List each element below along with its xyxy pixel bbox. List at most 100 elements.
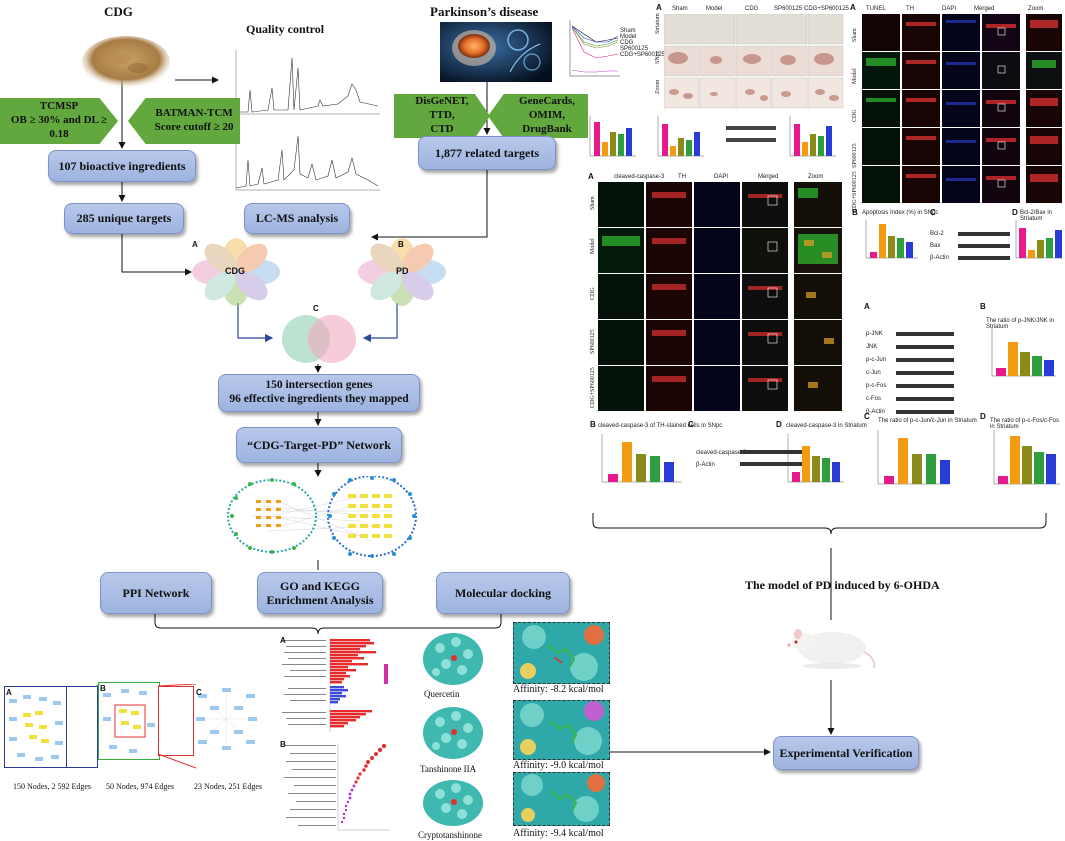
jnk-b-label: B [980, 302, 986, 311]
ppi-network-c [194, 684, 258, 754]
quality-control-title: Quality control [246, 22, 325, 36]
box-intersection-genes: 150 intersection genes 96 effective ingr… [218, 374, 420, 412]
bcl2-bax-western-blot [942, 222, 1012, 266]
cryptotanshinone-protein-surface [420, 778, 486, 828]
box-experimental-verification: Experimental Verification [773, 736, 919, 770]
apoptosis-d-title: Bcl-2/Bax in Striatum [1020, 210, 1053, 222]
cdg-target-pd-network-graph [222, 475, 418, 562]
caspase-striatum-bar-chart [780, 432, 846, 508]
pd-model-title: The model of PD induced by 6-OHDA [745, 578, 940, 592]
caspase-row-cdg: CDG [590, 287, 596, 300]
tanshinone-docking-zoom [513, 700, 610, 760]
ihc-col-cdg: CDG [745, 6, 759, 12]
tunel-a-label: A [850, 3, 856, 12]
ppi-c-label: C [196, 688, 202, 697]
venn-a-center: CDG [225, 266, 245, 276]
jnk-a-label: A [864, 302, 870, 311]
intersection-line-1: 150 intersection genes [265, 379, 373, 392]
affinity-quercetin: Affinity: -8.2 kcal/mol [513, 684, 604, 695]
wb-p-c-fos: p-c-Fos [866, 383, 887, 389]
ppi-a-caption: 150 Nodes, 2 592 Edges [13, 782, 91, 791]
ihc-row-zoom: Zoom [655, 79, 661, 94]
tunel-image-grid [862, 14, 1062, 204]
tunel-col-zoom: Zoom [1028, 6, 1044, 12]
genecards-label: GeneCards, OMIM, [519, 95, 575, 122]
go-a-label: A [280, 636, 286, 645]
jnk-ratio-bar-chart [984, 326, 1060, 396]
wb-beta-actin-1: β-Actin [930, 255, 949, 261]
venn-b-label: B [398, 240, 404, 249]
wb-cleaved-caspase-3: cleaved-caspase-3 [696, 450, 747, 456]
caspase-col-dapi: DAPI [714, 174, 729, 180]
jnk-d-title: The ratio of p-c-Fos/c-Fos in Striatum [990, 418, 1060, 430]
disgenet-label: DisGeNET, TTD, [415, 95, 469, 122]
go-kegg-line-2: Enrichment Analysis [266, 593, 374, 607]
venn-c-label: C [313, 304, 319, 313]
pd-venn-flower [356, 238, 448, 306]
disgenet-label-2: CTD [430, 122, 454, 135]
wb-beta-actin-3: β-Actin [866, 409, 885, 415]
wb-bcl2: Bcl-2 [930, 231, 944, 237]
batman-label: BATMAN-TCM [155, 107, 233, 120]
caspase-western-blot [740, 446, 806, 470]
caspase-col-casp3: cleaved-caspase-3 [614, 174, 665, 180]
ihc-col-sp600125: SP600125 [774, 6, 803, 12]
go-kegg-line-1: GO and KEGG [279, 578, 361, 593]
lc-ms-chromatograms [228, 40, 386, 198]
legend-cdg-sp600125: CDG+SP600125 [620, 52, 665, 58]
box-lcms-analysis: LC-MS analysis [244, 203, 350, 234]
wb-beta-actin-2: β-Actin [696, 462, 715, 468]
tcmsp-label: TCMSP [39, 100, 79, 113]
tunel-row-cdg: CDG [852, 109, 858, 122]
jnk-c-label: C [864, 412, 870, 421]
ihc-row-snpc: SNpc [655, 50, 661, 64]
wb-p-c-jun: p-c-Jun [866, 357, 887, 363]
tcmsp-arrow: TCMSP OB ≥ 30% and DL ≥ 0.18 [0, 98, 118, 144]
affinity-tanshinone: Affinity: -9.0 kcal/mol [513, 760, 604, 771]
apoptosis-c-label: C [930, 208, 936, 217]
rotarod-line-chart [564, 12, 638, 84]
caspase-row-sp600125: SP600125 [590, 329, 596, 354]
venn-a-label: A [192, 240, 198, 249]
ihc-legend: Sham Model CDG SP600125 CDG+SP600125 [620, 28, 665, 58]
ppi-network-b [98, 682, 160, 760]
legend-model: Model [620, 34, 637, 40]
wb-bax: Bax [930, 243, 941, 249]
intersection-venn [274, 312, 364, 364]
wb-p-jnk: p-JNK [866, 331, 883, 337]
caspase-image-grid [598, 182, 844, 414]
venn-b-center: PD [396, 266, 409, 276]
jnk-d-label: D [980, 412, 986, 421]
apoptosis-b-title: Apoptosis Index (%) in SNpc [862, 210, 939, 216]
quercetin-docking-zoom [513, 622, 610, 684]
ihc-row-striatum: Striatum [655, 13, 661, 34]
tunel-row-model: Model [852, 68, 858, 84]
ihc-col-sham: Sham [672, 6, 688, 12]
ppi-network-a [4, 686, 68, 768]
cdg-title: CDG [104, 4, 133, 19]
jnk-c-title: The ratio of p-c-Jun/c-Jun in Striatum [878, 418, 977, 424]
cdg-venn-flower [190, 238, 282, 306]
legend-sp600125: SP600125 [620, 46, 649, 52]
ihc-image-grid [663, 13, 844, 110]
tunel-row-cdg-sp600125: CDG+SP600125 [852, 171, 858, 212]
caspase-b-label: B [590, 420, 596, 429]
tanshinone-protein-surface [420, 704, 486, 762]
cryptotanshinone-docking-zoom [513, 772, 610, 826]
c-fos-ratio-bar-chart [984, 428, 1062, 508]
compound-tanshinone: Tanshinone IIA [420, 764, 477, 774]
ppi-a-stats [66, 686, 98, 768]
caspase-col-th: TH [678, 174, 686, 180]
tunel-col-th: TH [906, 6, 914, 12]
ihc-col-cdg-sp600125: CDG+SP600125 [804, 6, 849, 12]
kegg-bubble-chart [280, 740, 402, 838]
jnk-b-title: The ratio of p-JNK/JNK in Striatum [986, 318, 1055, 330]
tunel-col-tunel: TUNEL [866, 6, 886, 12]
box-ppi-network: PPI Network [100, 572, 212, 614]
kegg-b-label: B [280, 740, 286, 749]
affinity-cryptotanshinone: Affinity: -9.4 kcal/mol [513, 828, 604, 839]
caspase-d-label: D [776, 420, 782, 429]
legend-cdg: CDG [620, 40, 634, 46]
parkinsons-brain-image [440, 22, 552, 82]
